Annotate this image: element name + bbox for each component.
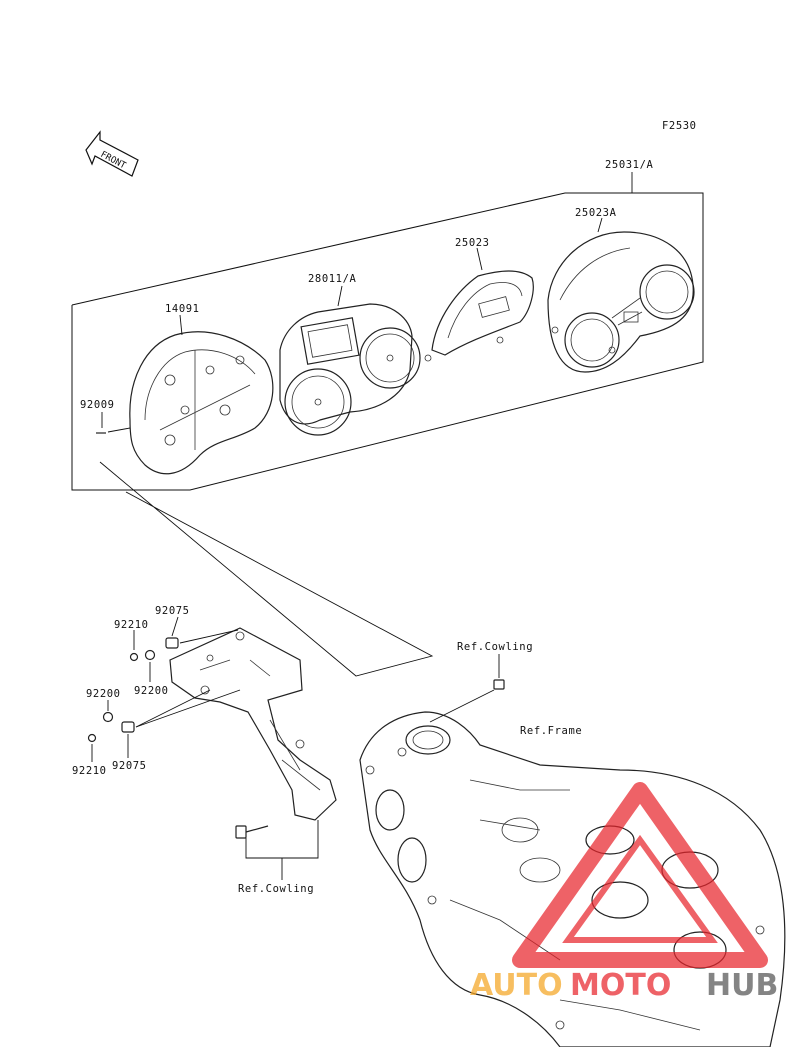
meter-lens <box>424 247 534 362</box>
meter-case-lower <box>129 314 274 475</box>
label-screw: 92009 <box>80 399 115 411</box>
meter-assembly-box <box>71 172 704 491</box>
label-case-lower: 14091 <box>165 303 200 315</box>
cowling-ref-right <box>429 654 505 723</box>
fastener-bolt-top <box>165 616 239 649</box>
diagram-id: F2530 <box>662 120 697 132</box>
watermark-text-c: HUB <box>706 968 778 1003</box>
fastener-bolt-low <box>121 689 241 758</box>
front-arrow-icon: FRONT <box>85 130 139 177</box>
washer-mid <box>144 649 156 682</box>
label-washer-left: 92200 <box>86 688 121 700</box>
washer-left <box>102 700 114 723</box>
watermark-text-a: AUTO <box>470 968 563 1003</box>
label-ref-frame: Ref.Frame <box>520 725 582 737</box>
label-lens: 25023 <box>455 237 490 249</box>
label-nut-top: 92210 <box>114 619 149 631</box>
meter-case-cover <box>547 217 695 373</box>
meter-unit <box>279 285 421 436</box>
fastener-nut-low <box>87 733 97 762</box>
label-meter-unit: 28011/A <box>308 273 357 285</box>
label-bolt-top: 92075 <box>155 605 190 617</box>
label-bolt-low: 92075 <box>112 760 147 772</box>
label-case-cover: 25023A <box>575 207 617 219</box>
fastener-nut-top <box>129 630 139 662</box>
meter-bracket <box>169 627 337 821</box>
label-nut-low: 92210 <box>72 765 107 777</box>
label-ref-cowling-right: Ref.Cowling <box>457 641 533 653</box>
assembly-leader <box>99 461 434 677</box>
label-washer-mid: 92200 <box>134 685 169 697</box>
cowling-ref-bottom <box>235 820 319 880</box>
watermark-logo: AUTO MOTO HUB <box>470 782 778 1003</box>
frame <box>359 711 786 1047</box>
label-assembly: 25031/A <box>605 159 654 171</box>
label-ref-cowling-bottom: Ref.Cowling <box>238 883 314 895</box>
screw <box>96 412 106 434</box>
watermark-text-b: MOTO <box>570 968 671 1003</box>
